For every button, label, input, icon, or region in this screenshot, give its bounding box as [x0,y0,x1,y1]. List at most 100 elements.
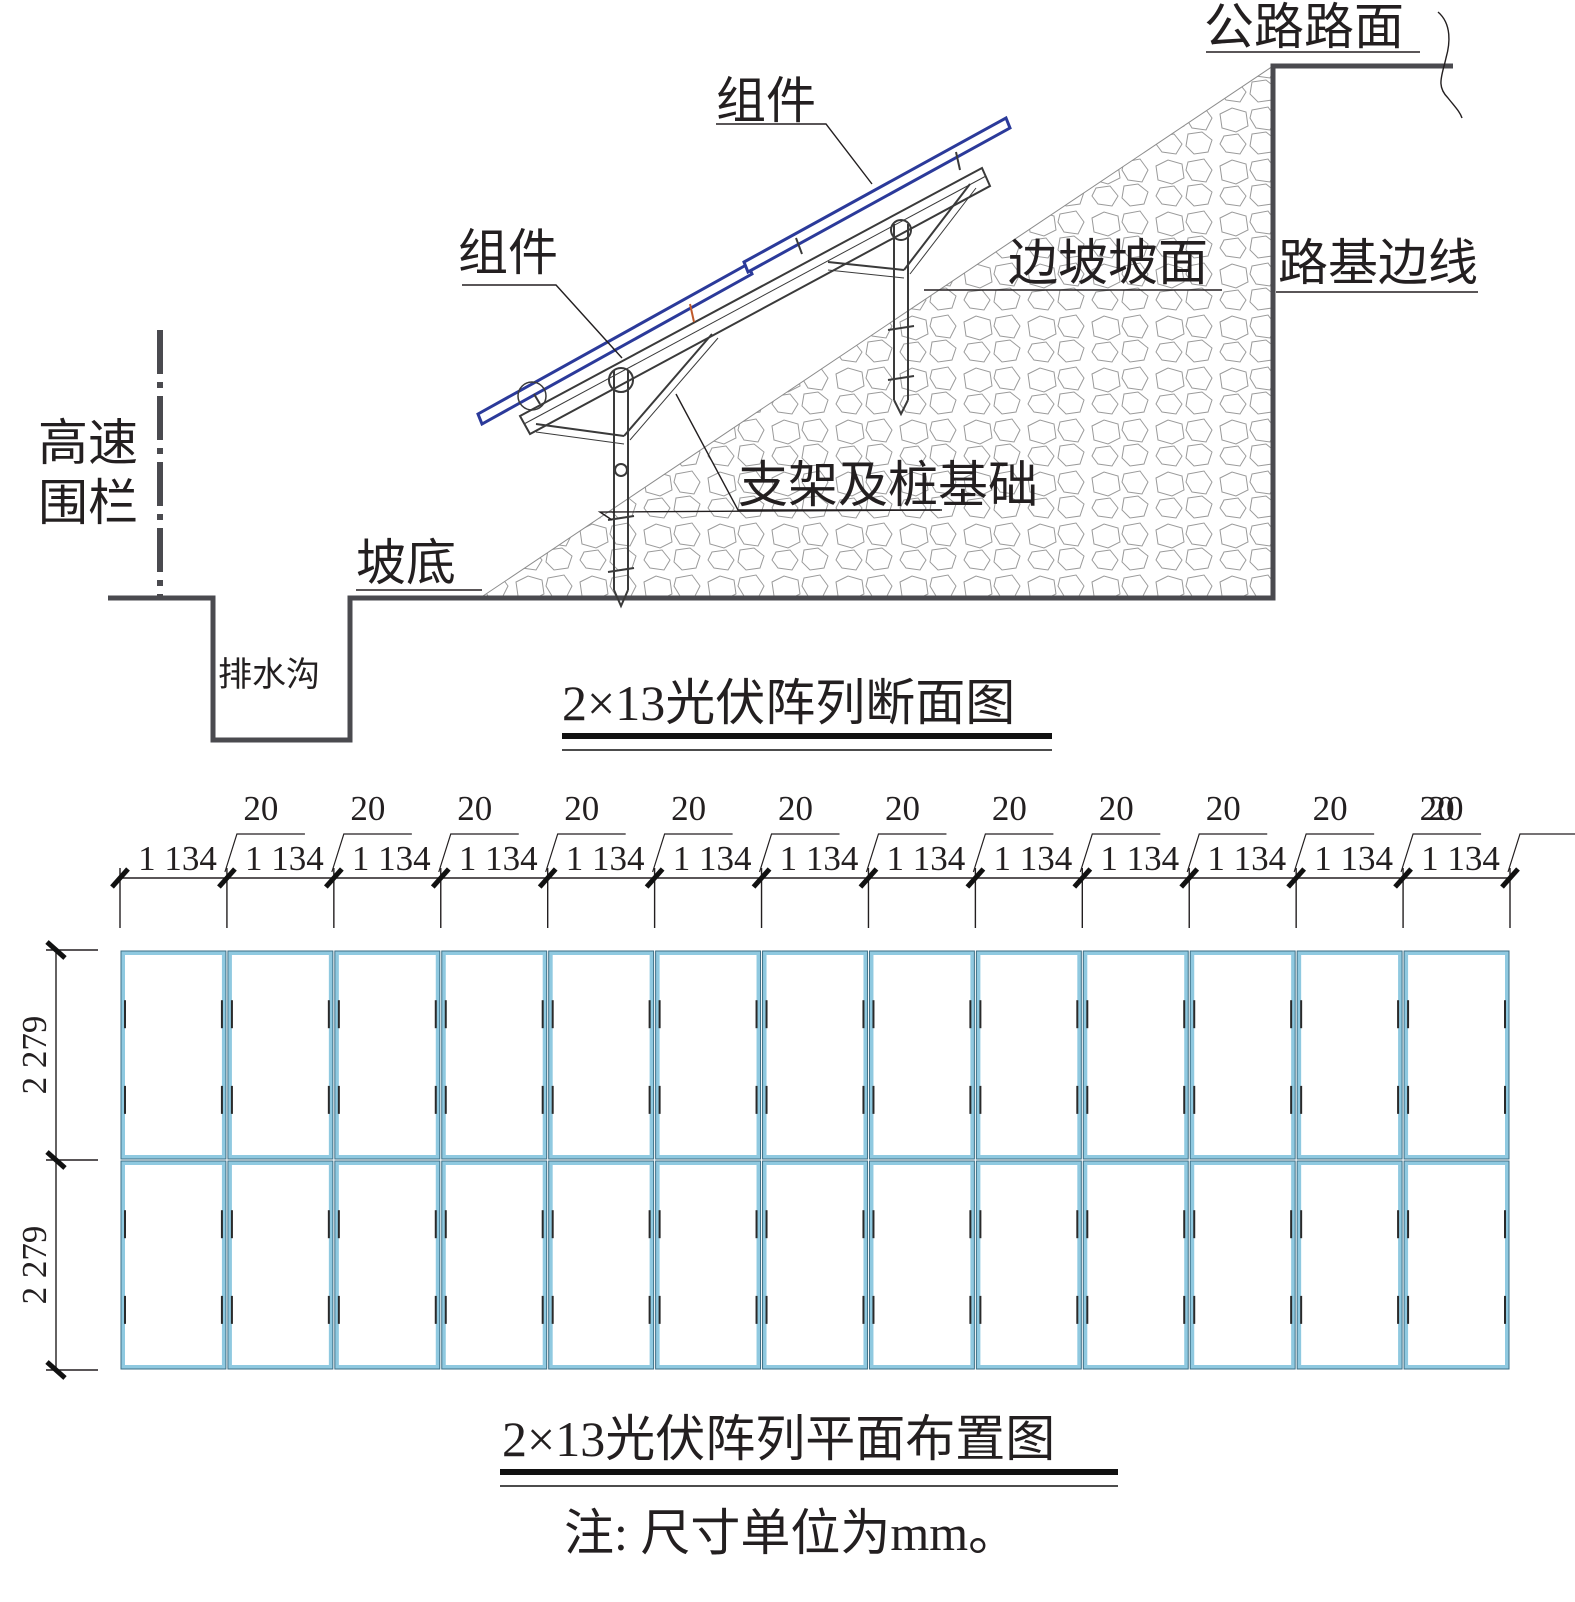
gap-leader [972,833,1054,873]
gap-leader [1186,833,1268,873]
pv-module [976,951,1082,1159]
module-width-label: 1 134 [1207,839,1286,878]
gap-leader [1400,833,1482,873]
pv-module-outline [762,1160,868,1370]
gap-leader [545,833,626,873]
pv-module [1083,951,1189,1159]
label-component-upper: 组件 [716,72,816,130]
gap-leader [1507,833,1575,873]
module-width-label: 1 134 [459,839,538,878]
pv-module [869,951,975,1159]
gap-label: 20 [350,789,385,828]
label-fence-line1: 高速 [38,414,138,472]
pv-module-outline [548,1160,655,1370]
pv-module [655,1161,761,1369]
dimension-tick [965,867,986,889]
gap-leader [865,833,947,873]
pv-module-outline [1296,1160,1403,1370]
dimension-tick [1286,867,1307,889]
pv-module-outline [868,1160,975,1370]
pv-module-outline [120,950,227,1160]
dimension-tick [1500,867,1520,889]
pv-module [762,951,868,1159]
pv-module-outline [548,950,655,1160]
gap-leader [438,833,519,873]
gap-label: 20 [778,789,813,828]
pv-module [121,1161,226,1369]
dimension-tick [1072,867,1093,889]
module-width-label: 1 134 [1100,839,1179,878]
pv-module-outline [120,1160,227,1370]
pv-module-outline [334,950,441,1160]
gap-label: 20 [671,789,706,828]
pv-module [227,1161,333,1369]
label-slope-face: 边坡坡面 [1008,234,1208,292]
module-width-label: 1 134 [566,839,645,878]
module-width-label: 1 134 [352,839,431,878]
pv-module [1190,1161,1296,1369]
pv-module-outline [655,1160,762,1370]
pv-module [121,951,226,1159]
module-width-label: 1 134 [780,839,859,878]
section-title: 2×13光伏阵列断面图 [562,675,1015,731]
gap-label: 20 [1420,789,1455,828]
road-leader [1437,11,1463,119]
gap-leader [758,833,840,873]
pv-module-outline [1189,1160,1296,1370]
pv-module-outline [975,1160,1082,1370]
dimension-tick [1393,867,1413,889]
pv-module [441,951,547,1159]
gap-label: 20 [564,789,599,828]
pv-module-outline [1082,1160,1189,1370]
pv-module-outline [227,950,334,1160]
pv-module-section [476,115,1012,427]
gap-leader [1079,833,1161,873]
plan-view: 1 134 20 1 134 20 1 134 20 1 134 20 1 134 20 1 134… [15,789,1575,1561]
module-width-label: 1 134 [673,839,752,878]
gap-label: 20 [243,789,278,828]
support-structure [517,151,992,609]
pv-module-outline [1403,1160,1510,1370]
pv-module [334,1161,440,1369]
pv-module [548,1161,654,1369]
plan-dimension-row: 1 134 20 1 134 20 1 134 20 1 134 20 1 134 20 1 134… [110,789,1575,928]
label-road-surface: 公路路面 [1204,0,1404,56]
module-width-label: 1 134 [1314,839,1393,878]
row-height-label: 2 279 [15,1016,54,1095]
vertical-dimension-tick [45,1360,67,1380]
module-width-label: 1 134 [993,839,1072,878]
vertical-dimension-tick [45,940,67,960]
pv-module [869,1161,975,1369]
pv-module-outline [868,950,975,1160]
pv-module-outline [227,1160,334,1370]
gap-label: 20 [457,789,492,828]
gap-leader [1293,833,1375,873]
dimension-tick [751,867,772,889]
pv-module [1083,1161,1189,1369]
pv-module [1297,951,1403,1159]
dimension-tick [1179,867,1200,889]
label-support: 支架及桩基础 [738,456,1038,514]
pv-module-outline [1082,950,1189,1160]
pv-module-outline [1403,950,1510,1160]
dimension-tick [858,867,879,889]
pv-module-outline [975,950,1082,1160]
gap-label: 20 [1206,789,1241,828]
leader-lines [356,51,1478,591]
label-fence-line2: 围栏 [38,474,138,532]
pv-module [548,951,654,1159]
gap-leader [331,833,412,873]
pv-module [334,951,440,1159]
dimension-tick [537,867,558,889]
pv-module-outline [334,1160,441,1370]
ground-profile [108,63,1453,743]
pv-module [655,951,761,1159]
gap-label: 20 [1429,789,1464,828]
gap-label: 20 [992,789,1027,828]
pv-module [1404,951,1509,1159]
pv-module [227,951,333,1159]
vertical-dimension-tick [45,1150,67,1170]
gap-leader [652,833,733,873]
